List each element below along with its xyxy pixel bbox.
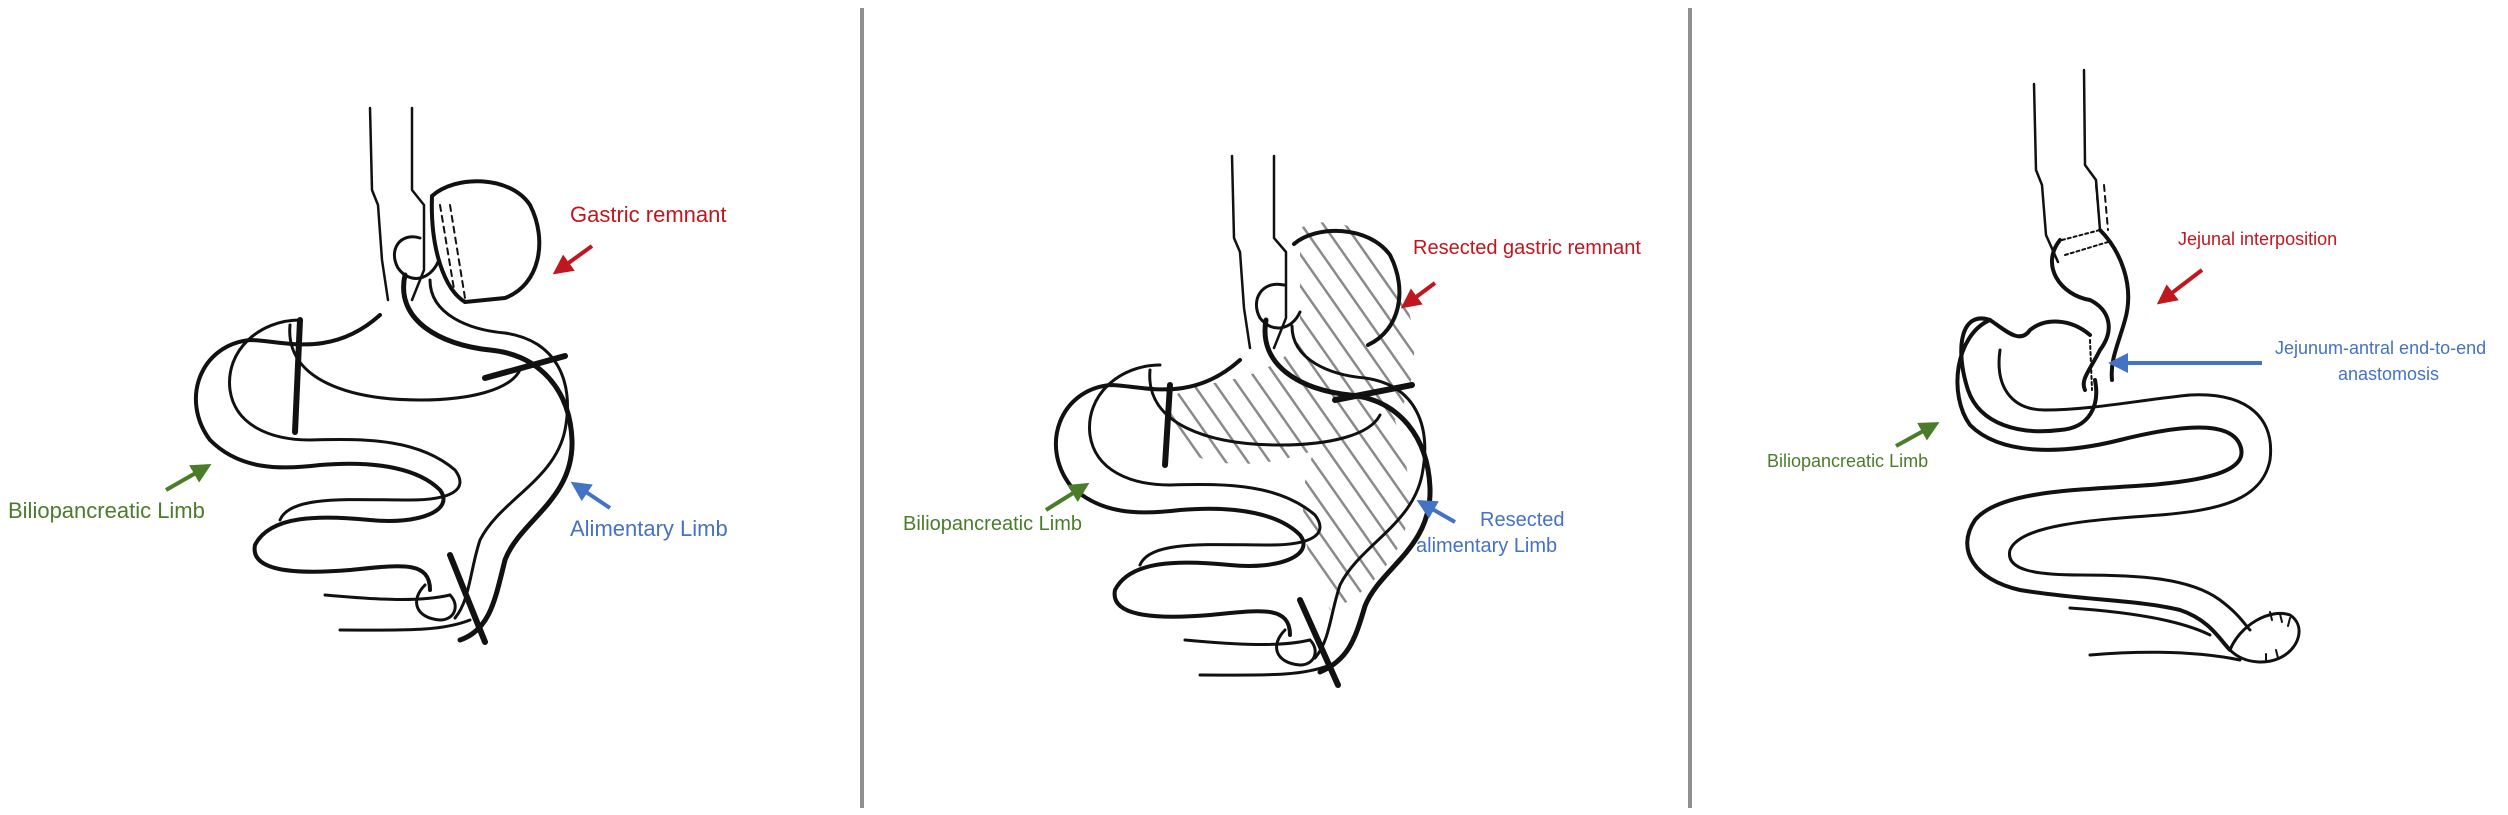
biliopancreatic-limb-inner xyxy=(228,318,462,522)
division-bar-2 xyxy=(1332,382,1415,403)
biliopancreatic-limb-outer xyxy=(193,313,446,592)
resected-area-hatch xyxy=(1166,222,1415,610)
resected-alimentary-arrow xyxy=(1416,500,1456,524)
label-jejunum-antral-anastomosis: Jejunum-antral end-to-end xyxy=(2275,338,2487,358)
panel-3-anatomy-drawing xyxy=(1895,68,2301,664)
gastric-pouch xyxy=(1254,282,1302,330)
esophagus-outline xyxy=(1230,154,1288,350)
panel-2-anatomy-drawing xyxy=(1044,154,1456,688)
alimentary-limb-inner xyxy=(428,278,569,620)
label-alimentary-limb: Alimentary Limb xyxy=(570,516,728,541)
label-resected: Resected xyxy=(1480,509,1565,531)
gastric-pouch xyxy=(392,235,440,280)
staple-line xyxy=(439,204,466,299)
small-bowel-tail xyxy=(1183,638,1332,677)
jejunal-interposition-arrow xyxy=(2156,268,2204,305)
antrum-outline xyxy=(1959,316,2099,434)
staple-line xyxy=(2095,184,2109,231)
bowel-stump xyxy=(2228,612,2301,664)
bowel-stump xyxy=(415,583,457,622)
bowel-stump xyxy=(1275,628,1317,667)
alimentary-limb-outer xyxy=(401,272,575,643)
label-resected-gastric-remnant: Resected gastric remnant xyxy=(1413,237,1641,259)
biliopancreatic-limb-inner xyxy=(1088,363,1322,567)
alimentary-limb-inner xyxy=(1290,324,1427,660)
panel-divider-1 xyxy=(860,8,864,808)
anastomosis-suture xyxy=(2089,339,2093,391)
small-bowel-inner xyxy=(1997,348,2273,632)
division-bar-2 xyxy=(482,353,568,381)
label-biliopancreatic-limb: Biliopancreatic Limb xyxy=(8,498,205,523)
gastric-remnant-arrow xyxy=(552,244,594,275)
label-biliopancreatic-limb: Biliopancreatic Limb xyxy=(1767,451,1929,471)
suture-marks xyxy=(2061,229,2109,256)
alimentary-limb-outer xyxy=(1262,317,1433,675)
label-anastomosis: anastomosis xyxy=(2338,364,2440,384)
label-biliopancreatic-limb: Biliopancreatic Limb xyxy=(903,513,1082,535)
label-jejunal-interposition: Jejunal interposition xyxy=(2178,229,2338,249)
division-bar-3 xyxy=(447,552,488,645)
stump-sutures xyxy=(2265,611,2291,663)
esophagus-outline xyxy=(368,106,426,302)
biliopancreatic-limb-outer xyxy=(1053,358,1306,637)
biliopancreatic-arrow xyxy=(1895,422,1940,448)
biliopancreatic-arrow xyxy=(165,464,212,492)
small-bowel-tail xyxy=(323,593,472,632)
gastric-remnant-outline xyxy=(1292,228,1402,347)
small-bowel-outer xyxy=(1955,318,2244,652)
resected-gastric-arrow xyxy=(1400,281,1437,309)
biliopancreatic-arrow xyxy=(1044,482,1090,512)
label-alimentary-limb: alimentary Limb xyxy=(1416,535,1558,557)
small-bowel-tail xyxy=(2068,606,2242,662)
esophagus-outline xyxy=(2032,68,2102,264)
gastric-remnant-outline xyxy=(429,179,542,304)
panel-1-anatomy-drawing xyxy=(165,106,612,645)
alimentary-limb-arrow xyxy=(570,481,612,510)
stomach-body xyxy=(1148,368,1382,447)
stomach-body xyxy=(288,323,522,402)
division-bar-1 xyxy=(1162,382,1173,468)
panel-divider-2 xyxy=(1688,8,1692,808)
division-bar-3 xyxy=(1297,597,1341,688)
label-gastric-remnant: Gastric remnant xyxy=(570,202,727,227)
division-bar-1 xyxy=(292,317,303,435)
